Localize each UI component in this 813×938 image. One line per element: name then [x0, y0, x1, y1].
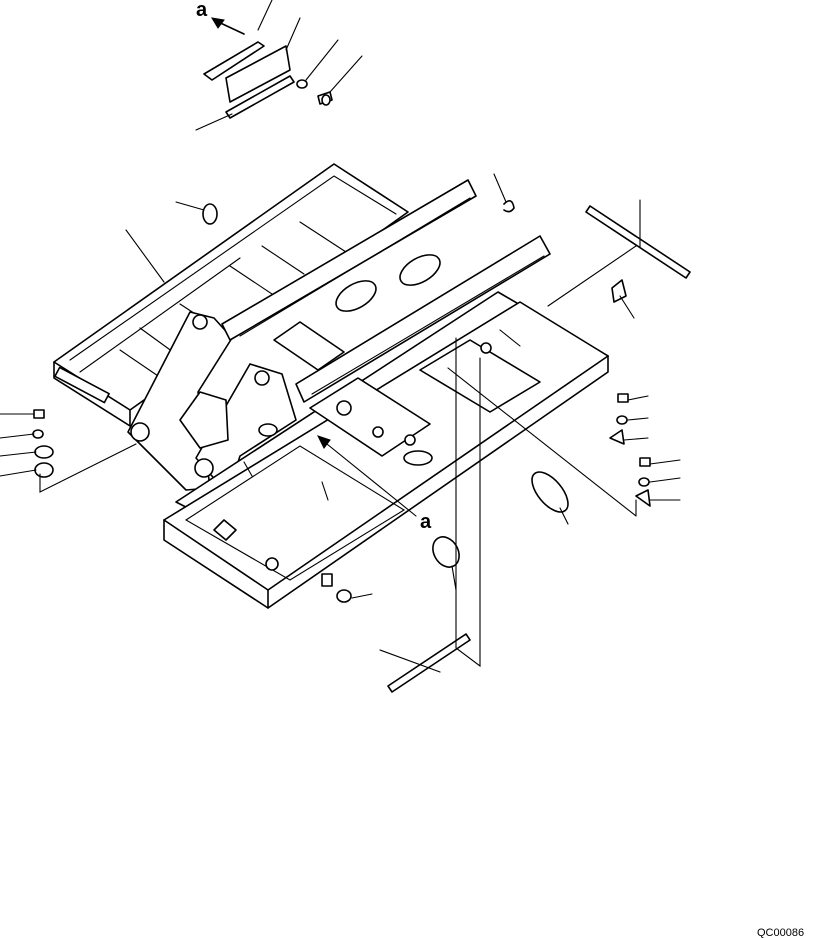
floor-hole	[404, 434, 416, 446]
view-label-a-center: a	[420, 511, 432, 533]
bolt-part	[617, 393, 629, 403]
rear-floor-plate	[184, 445, 406, 581]
round-cap-part	[432, 536, 460, 568]
rod-part	[387, 633, 471, 693]
plate-part	[635, 489, 651, 507]
leader-line	[447, 367, 637, 517]
boom-pin-hole-left	[130, 422, 150, 442]
drawing-code: QC00086	[757, 927, 804, 938]
boom-pin-hole-upper-right	[254, 370, 270, 386]
oval-cover-part	[531, 471, 569, 513]
floor-hole	[480, 342, 492, 354]
center-beam-right	[295, 235, 551, 403]
leader-line	[257, 0, 273, 31]
leader-line	[305, 39, 339, 81]
detail-view-a-cover-parts: a	[195, 0, 363, 131]
left-deck-edge	[53, 361, 131, 427]
seal-strip-part	[585, 205, 691, 279]
floor-drain-hole	[403, 450, 433, 466]
grommet-part	[202, 203, 218, 225]
left-deck-inner-rail	[69, 175, 397, 361]
bracket-part	[611, 279, 627, 303]
left-deck-cross-members	[79, 257, 291, 381]
loose-parts	[0, 173, 691, 693]
floor-hole	[336, 400, 352, 416]
leader-line	[379, 649, 441, 673]
leader-line	[623, 395, 649, 441]
bolt-part	[33, 409, 45, 419]
swing-circle-opening	[335, 280, 377, 312]
center-beam-flanges	[239, 197, 545, 395]
swing-cylinder-bracket	[179, 391, 229, 449]
leader-line	[351, 593, 373, 599]
revolving-frame-assembly: a	[53, 163, 609, 609]
cap-part	[34, 445, 54, 459]
view-arrow-head-center	[317, 435, 331, 449]
plug-part	[336, 589, 352, 603]
leader-line	[175, 201, 205, 211]
cover-plate-middle	[225, 45, 291, 103]
frame-detail-lines	[243, 329, 521, 501]
center-floor-plate	[309, 377, 431, 457]
cover-part	[34, 462, 54, 478]
cover-plate-upper	[203, 41, 265, 81]
floor-hole-large	[258, 423, 278, 437]
floor-hole	[372, 426, 384, 438]
corner-bracket	[213, 519, 237, 541]
view-arrow-head-top	[211, 17, 225, 29]
clip-part	[503, 200, 515, 213]
plug-part	[321, 573, 333, 587]
leader-line	[493, 173, 507, 203]
leader-line	[329, 55, 363, 93]
leader-line	[649, 459, 681, 501]
washer-part	[616, 415, 628, 425]
view-label-a-top: a	[196, 0, 208, 21]
leader-line	[455, 337, 481, 668]
leader-line	[285, 17, 301, 51]
leader-line	[125, 229, 165, 283]
center-pipe-opening	[399, 254, 441, 286]
center-beam-left	[221, 179, 477, 341]
leader-line	[0, 413, 37, 477]
boom-pin-hole-upper	[192, 314, 208, 330]
washer-part	[638, 477, 650, 487]
leader-line	[547, 199, 641, 307]
boom-pin-hole-right	[194, 458, 214, 478]
bolt-head-part	[321, 94, 331, 106]
leader-line	[451, 565, 457, 591]
leader-line	[39, 443, 137, 493]
boom-bracket-left	[127, 311, 233, 491]
plate-part	[609, 429, 625, 445]
washer-part	[296, 79, 308, 89]
swing-motor-mount	[273, 321, 345, 371]
left-step-plate	[54, 366, 110, 404]
leader-line	[559, 507, 569, 525]
leader-line	[195, 113, 233, 131]
bolt-part	[639, 457, 651, 467]
leader-line	[619, 295, 635, 319]
corner-hole	[265, 557, 279, 571]
view-line-a-center	[321, 439, 417, 517]
